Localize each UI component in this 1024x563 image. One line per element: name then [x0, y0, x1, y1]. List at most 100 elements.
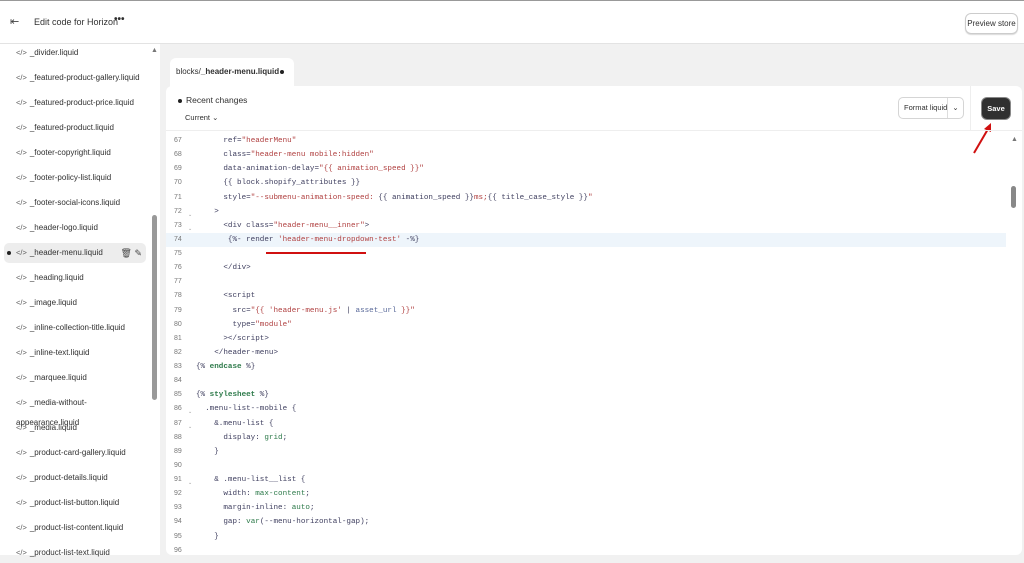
sidebar-file-item[interactable]: </>_product-card-gallery.liquid — [4, 443, 146, 463]
sidebar-file-item[interactable]: </>_featured-product-gallery.liquid — [4, 68, 146, 88]
line-number: 76 — [174, 264, 182, 272]
scroll-up-arrow-icon[interactable]: ▲ — [1011, 136, 1018, 143]
rename-pencil-icon[interactable]: ✎ — [131, 248, 142, 258]
code-line[interactable]: 95 } — [166, 530, 1006, 544]
sidebar-file-item[interactable]: </>_product-list-content.liquid — [4, 518, 146, 538]
chevron-down-icon[interactable]: ⌄ — [947, 98, 963, 118]
sidebar-file-item[interactable]: </>_featured-product.liquid — [4, 118, 146, 138]
sidebar-file-item[interactable]: </>_header-menu.liquid🗑 ✎ — [4, 243, 146, 263]
file-name: _product-list-button.liquid — [29, 498, 120, 507]
sidebar-file-item[interactable]: </>_heading.liquid — [4, 268, 146, 288]
line-number: 77 — [174, 278, 182, 286]
sidebar-file-item[interactable]: </>_media.liquid — [4, 418, 146, 438]
file-name: _inline-text.liquid — [29, 348, 90, 357]
scroll-up-arrow-icon[interactable]: ▲ — [151, 47, 158, 54]
preview-store-button[interactable]: Preview store — [965, 13, 1018, 34]
code-token: "header-menu mobile:hidden" — [250, 151, 374, 160]
sidebar-file-item[interactable]: </>_inline-text.liquid — [4, 343, 146, 363]
exit-icon[interactable]: ⇤ — [10, 16, 20, 28]
code-text: & .menu-list__list { — [196, 473, 305, 487]
code-line[interactable]: 73⌄ <div class="header-menu__inner"> — [166, 219, 1006, 233]
sidebar-file-item[interactable]: </>_marquee.liquid — [4, 368, 146, 388]
code-line[interactable]: 89 } — [166, 445, 1006, 459]
code-text: display: grid; — [196, 431, 287, 445]
sidebar-file-item[interactable]: </>_media-without-appearance.liquid — [4, 393, 146, 427]
code-text: .menu-list--mobile { — [196, 402, 296, 416]
file-name: _product-list-content.liquid — [29, 523, 124, 532]
code-line[interactable]: 84 — [166, 374, 1006, 388]
tab-header-menu[interactable]: blocks/_header-menu.liquid — [170, 58, 294, 90]
format-liquid-button[interactable]: Format liquid⌄ — [898, 97, 964, 119]
code-line[interactable]: 93 margin-inline: auto; — [166, 501, 1006, 515]
version-select[interactable]: Current ⌄ — [185, 113, 219, 122]
code-line[interactable]: 80 type="module" — [166, 318, 1006, 332]
file-name: _footer-copyright.liquid — [29, 148, 111, 157]
code-file-icon: </> — [16, 273, 27, 282]
sidebar-file-item[interactable]: </>_product-details.liquid — [4, 468, 146, 488]
line-number: 93 — [174, 504, 182, 512]
editor-scrollbar[interactable] — [1011, 186, 1016, 208]
code-line[interactable]: 69 data-animation-delay="{{ animation_sp… — [166, 162, 1006, 176]
more-actions-button[interactable]: ••• — [114, 14, 125, 25]
code-token: {{ animation_speed }} — [378, 193, 474, 202]
fold-chevron-icon[interactable]: ⌄ — [188, 409, 193, 416]
code-line[interactable]: 76 </div> — [166, 261, 1006, 275]
code-line[interactable]: 72⌄ > — [166, 205, 1006, 219]
sidebar-file-item[interactable]: </>_product-list-button.liquid — [4, 493, 146, 513]
code-line[interactable]: 67 ref="headerMenu" — [166, 134, 1006, 148]
code-line[interactable]: 68 class="header-menu mobile:hidden" — [166, 148, 1006, 162]
line-number: 95 — [174, 532, 182, 540]
sidebar-file-item[interactable]: </>_inline-collection-title.liquid — [4, 318, 146, 338]
code-line[interactable]: 74 {%- render 'header-menu-dropdown-test… — [166, 232, 1006, 247]
code-line[interactable]: 81 ></script> — [166, 332, 1006, 346]
code-line[interactable]: 86 ⌄ .menu-list--mobile { — [166, 402, 1006, 416]
code-line[interactable]: 91⌄ & .menu-list__list { — [166, 473, 1006, 487]
sidebar-file-item[interactable]: </>_featured-product-price.liquid — [4, 93, 146, 113]
sidebar-file-item[interactable]: </>_footer-social-icons.liquid — [4, 193, 146, 213]
sidebar-scrollbar[interactable] — [152, 215, 157, 400]
code-text: width: max-content; — [196, 487, 310, 501]
fold-chevron-icon[interactable]: ⌄ — [188, 423, 193, 430]
sidebar-file-item[interactable]: </>_footer-policy-list.liquid — [4, 168, 146, 188]
line-number: 70 — [174, 179, 182, 187]
line-number: 71 — [174, 193, 182, 201]
delete-icon[interactable]: 🗑 — [120, 248, 132, 258]
fold-chevron-icon[interactable]: ⌄ — [188, 480, 193, 486]
code-line[interactable]: 92 width: max-content; — [166, 487, 1006, 501]
sidebar-file-item[interactable]: </>_product-list-text.liquid — [4, 543, 146, 563]
code-token: auto — [291, 504, 310, 513]
code-line[interactable]: 77 — [166, 275, 1006, 289]
fold-chevron-icon[interactable]: ⌄ — [188, 211, 193, 218]
code-line[interactable]: 82 </header-menu> — [166, 346, 1006, 360]
code-text: {% stylesheet %} — [196, 388, 269, 402]
code-token: </header-menu> — [196, 348, 279, 357]
code-token: display: — [196, 433, 265, 442]
sidebar-file-item[interactable]: </>_footer-copyright.liquid — [4, 143, 146, 163]
fold-chevron-icon[interactable]: ⌄ — [188, 225, 193, 232]
code-line[interactable]: 88 display: grid; — [166, 431, 1006, 445]
line-number: 86 — [174, 405, 182, 413]
sidebar-file-item[interactable]: </>_header-logo.liquid — [4, 218, 146, 238]
code-line[interactable]: 85{% stylesheet %} — [166, 388, 1006, 402]
code-text: > — [196, 205, 219, 219]
code-line[interactable]: 90 — [166, 459, 1006, 473]
code-text: style="--submenu-animation-speed: {{ ani… — [196, 191, 592, 205]
code-line[interactable]: 83{% endcase %} — [166, 360, 1006, 374]
sidebar-file-item[interactable]: </>_image.liquid — [4, 293, 146, 313]
code-line[interactable]: 71 style="--submenu-animation-speed: {{ … — [166, 191, 1006, 205]
code-line[interactable]: 96 — [166, 544, 1006, 558]
line-number: 88 — [174, 433, 182, 441]
line-number: 96 — [174, 546, 182, 554]
code-line[interactable]: 78 <script — [166, 289, 1006, 303]
code-editor[interactable]: 67 ref="headerMenu"68 class="header-menu… — [166, 134, 1006, 558]
sidebar-file-item[interactable]: </>_divider.liquid — [4, 43, 146, 63]
code-line[interactable]: 79 src="{{ 'header-menu.js' | asset_url … — [166, 304, 1006, 318]
code-line[interactable]: 87⌄ &.menu-list { — [166, 417, 1006, 431]
file-name: _footer-policy-list.liquid — [29, 173, 112, 182]
line-number: 83 — [174, 363, 182, 370]
code-line[interactable]: 70 {{ block.shopify_attributes }} — [166, 176, 1006, 190]
save-button[interactable]: Save — [982, 98, 1010, 119]
code-line[interactable]: 75 — [166, 247, 1006, 261]
code-token: ref= — [196, 137, 242, 145]
code-line[interactable]: 94 gap: var(--menu-horizontal-gap); — [166, 515, 1006, 529]
